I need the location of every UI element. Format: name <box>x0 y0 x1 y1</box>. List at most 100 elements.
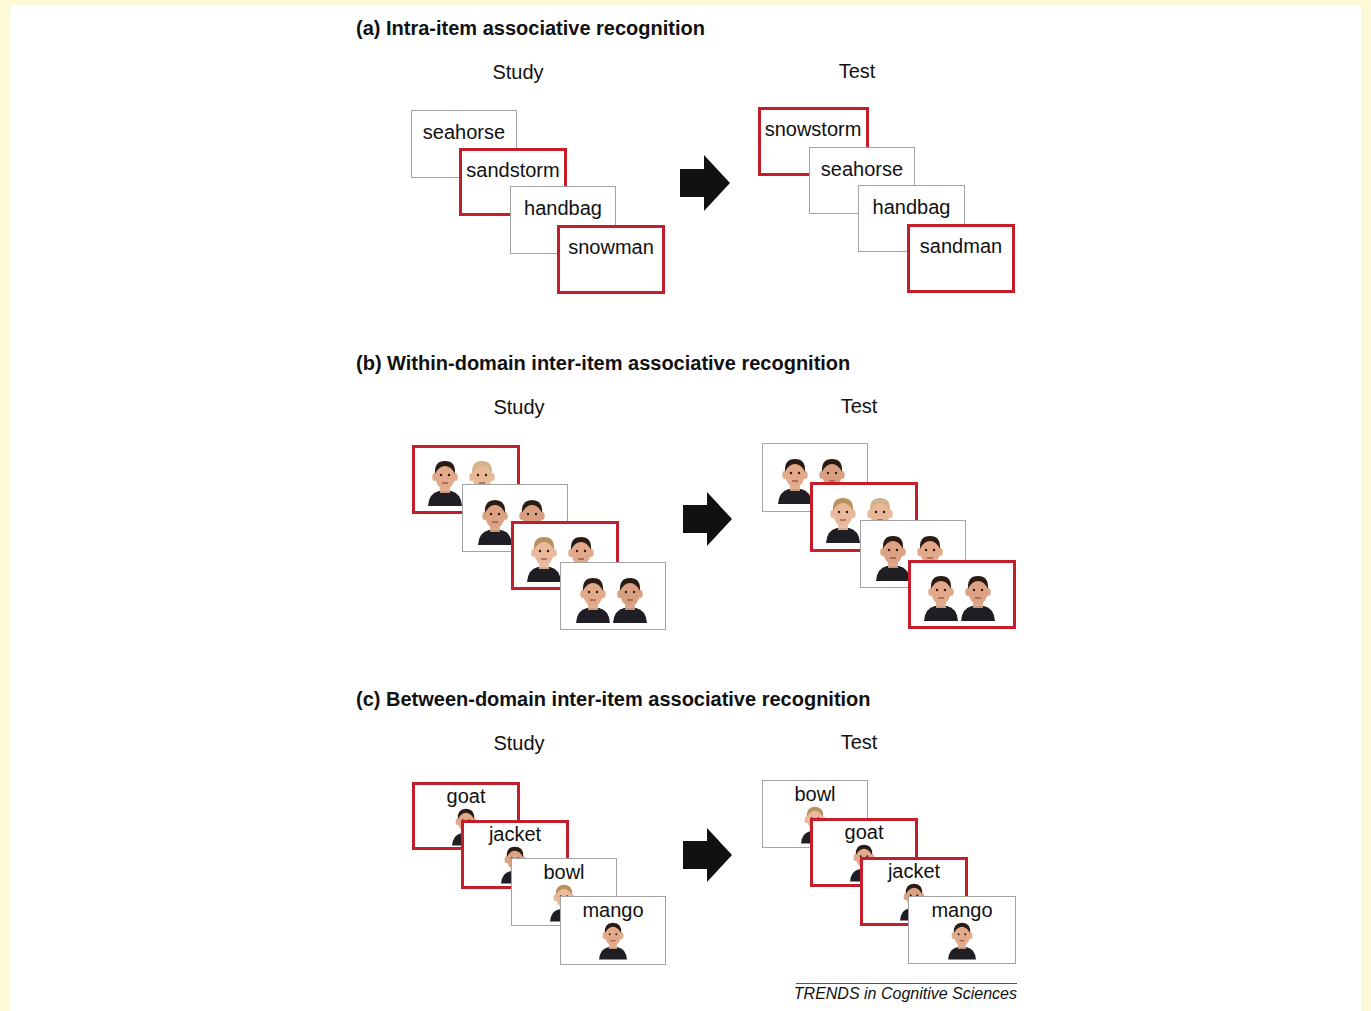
panel-heading: (a) Intra-item associative recognition <box>356 16 705 40</box>
card-word: sandstorm <box>466 158 559 182</box>
card-frame <box>561 563 666 630</box>
card-word: jacket <box>888 860 940 882</box>
face-eye <box>609 933 611 935</box>
face-eye <box>535 513 537 515</box>
face-hair <box>954 923 971 934</box>
face-shoulders <box>948 947 976 959</box>
face-eye <box>576 550 578 552</box>
face-hair <box>870 498 890 511</box>
face-eye <box>936 589 938 591</box>
face-pair-card <box>561 563 666 630</box>
face-eye <box>440 474 442 476</box>
column-heading: Test <box>841 394 878 418</box>
face-hair <box>485 500 505 513</box>
block-arrow <box>683 828 732 882</box>
face-eye <box>790 472 792 474</box>
column-heading: Test <box>839 59 876 83</box>
card-word: bowl <box>794 783 835 805</box>
face-eye <box>798 472 800 474</box>
face-eye <box>490 513 492 515</box>
face-mouth <box>611 940 616 941</box>
face-hair <box>556 885 573 896</box>
face-hair <box>931 576 951 589</box>
column-heading: Test <box>841 730 878 754</box>
card-word: mango <box>931 899 992 921</box>
face-eye <box>547 550 549 552</box>
face-eye <box>477 474 479 476</box>
face-shoulders <box>576 608 610 623</box>
face-shoulders <box>599 947 627 959</box>
face-shoulders <box>826 528 860 543</box>
face-mouth <box>479 482 485 483</box>
face-eye <box>448 474 450 476</box>
face-eye <box>633 591 635 593</box>
face-mouth <box>890 557 896 558</box>
face-hair <box>807 807 824 818</box>
face-mouth <box>627 599 633 600</box>
face-eye <box>615 933 617 935</box>
face-hair <box>472 461 492 474</box>
face-hair <box>833 498 853 511</box>
face-eye <box>883 511 885 513</box>
face-mouth <box>927 557 933 558</box>
face-hair <box>507 847 524 858</box>
face-eye <box>875 511 877 513</box>
face-mouth <box>590 599 596 600</box>
card-frame <box>910 562 1015 628</box>
card-word: handbag <box>873 195 951 219</box>
face-mouth <box>975 597 981 598</box>
face-hair <box>785 459 805 472</box>
face-eye <box>596 591 598 593</box>
face-hair <box>883 536 903 549</box>
footer-rule <box>796 983 1017 984</box>
card-word: seahorse <box>423 120 505 144</box>
face-hair <box>822 459 842 472</box>
face-shoulders <box>778 489 812 504</box>
face-eye <box>846 511 848 513</box>
face-hair <box>620 578 640 591</box>
face-hair <box>856 845 873 856</box>
face-hair <box>458 809 475 820</box>
panel-heading: (b) Within-domain inter-item associative… <box>356 351 850 375</box>
face-hair <box>583 578 603 591</box>
face-mouth <box>541 558 547 559</box>
face-eye <box>539 550 541 552</box>
face-hair <box>920 536 940 549</box>
block-arrow <box>680 155 730 211</box>
block-arrow <box>683 492 732 546</box>
face-eye <box>498 513 500 515</box>
face-hair <box>906 884 923 895</box>
card-word: seahorse <box>821 157 903 181</box>
card-word: handbag <box>524 196 602 220</box>
card-word: goat <box>845 821 884 843</box>
word-face-card: mango <box>560 896 666 965</box>
face-mouth <box>938 597 944 598</box>
face-eye <box>925 549 927 551</box>
face-eye <box>933 549 935 551</box>
face-eye <box>625 591 627 593</box>
face-eye <box>584 550 586 552</box>
face-shoulders <box>924 606 958 621</box>
column-heading: Study <box>492 60 543 84</box>
face-mouth <box>442 482 448 483</box>
face-eye <box>888 549 890 551</box>
face-eye <box>964 933 966 935</box>
face-eye <box>896 549 898 551</box>
face-hair <box>435 461 455 474</box>
face-hair <box>571 537 591 550</box>
face-mouth <box>960 940 965 941</box>
card-word: mango <box>582 899 643 921</box>
face-mouth <box>840 519 846 520</box>
card-word: sandman <box>920 234 1002 258</box>
face-hair <box>968 576 988 589</box>
face-shoulders <box>961 606 995 621</box>
face-hair <box>605 923 622 934</box>
word-card: snowman <box>557 225 665 294</box>
face-shoulders <box>613 608 647 623</box>
face-mouth <box>829 480 835 481</box>
face-eye <box>835 472 837 474</box>
face-hair <box>522 500 542 513</box>
face-shoulders <box>876 566 910 581</box>
panel-heading: (c) Between-domain inter-item associativ… <box>356 687 871 711</box>
